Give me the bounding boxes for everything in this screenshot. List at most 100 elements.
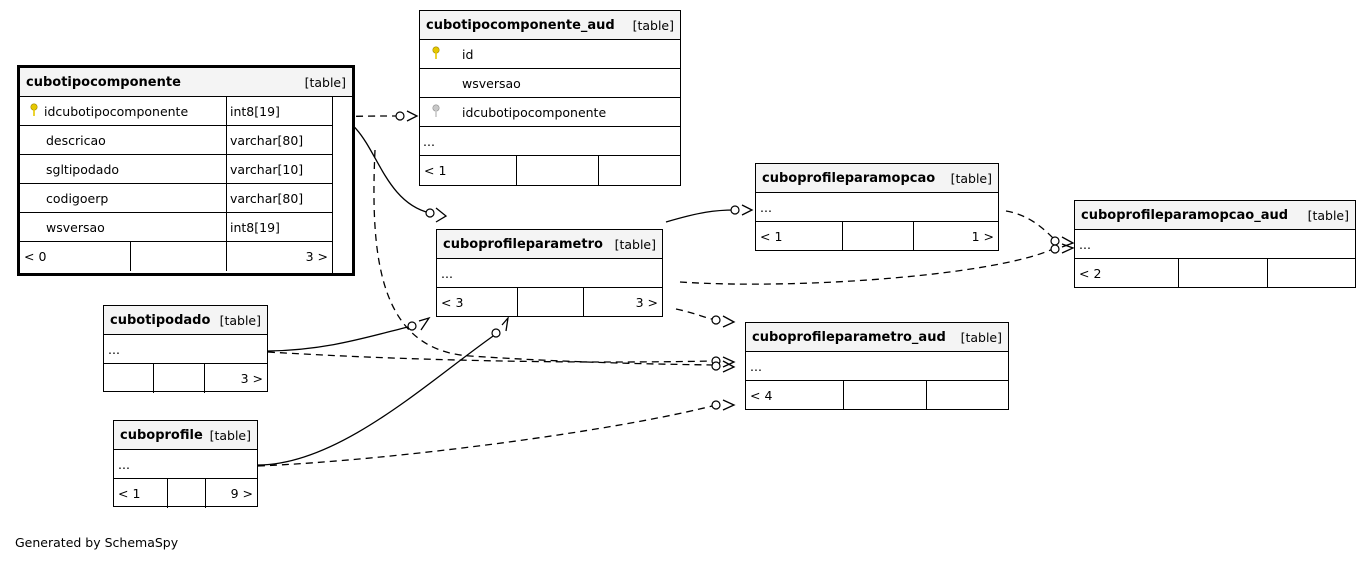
edge-cuboprofile-parametro-aud xyxy=(257,404,717,467)
children-count[interactable]: 9 > xyxy=(230,486,253,501)
table-footer: < 0 3 > xyxy=(20,242,332,271)
edge-arrowhead xyxy=(741,204,754,216)
more-columns: ... xyxy=(423,133,435,149)
table-header: cuboprofileparametro [table] xyxy=(437,230,662,259)
table-kind: [table] xyxy=(1307,207,1349,223)
ellipsis-row: ... xyxy=(746,352,1008,381)
children-count[interactable]: 3 > xyxy=(305,249,328,264)
table-name[interactable]: cuboprofile xyxy=(120,427,203,443)
more-columns: ... xyxy=(1079,236,1091,252)
edge-cubotipocomponente-aud xyxy=(331,115,401,118)
edge-parametro-parametro-aud xyxy=(675,308,717,321)
parents-count[interactable]: < 0 xyxy=(24,249,47,264)
more-columns: ... xyxy=(118,456,130,472)
column-type: varchar[80] xyxy=(230,132,304,148)
more-columns: ... xyxy=(750,358,762,374)
table-name[interactable]: cubotipocomponente_aud xyxy=(426,17,615,33)
ellipsis-row: ... xyxy=(1075,230,1355,259)
parents-count[interactable]: < 2 xyxy=(1079,266,1102,281)
table-header: cubotipocomponente [table] xyxy=(20,68,352,97)
generated-by-label: Generated by SchemaSpy xyxy=(15,535,179,550)
column-type: int8[19] xyxy=(230,103,280,119)
ellipsis-row: ... xyxy=(756,193,998,222)
column-row: codigoerp varchar[80] xyxy=(20,184,332,213)
edge-arrowhead xyxy=(722,356,736,368)
table-kind: [table] xyxy=(632,17,674,33)
edge-cubotipocomponente-parametro-aud xyxy=(373,149,716,366)
edge-parametro-paramopcao-aud xyxy=(679,247,1056,285)
more-columns: ... xyxy=(760,199,772,215)
column-row: id xyxy=(420,40,680,69)
children-count[interactable]: 3 > xyxy=(635,295,658,310)
edge-end-circle xyxy=(711,315,721,325)
table-cubotipodado[interactable]: cubotipodado [table] ... 3 > xyxy=(103,305,268,393)
ellipsis-row: ... xyxy=(420,127,680,156)
edge-cubotipodado-cuboprofileparametro xyxy=(267,325,413,352)
table-kind: [table] xyxy=(614,236,656,252)
table-cubotipocomponente_aud[interactable]: cubotipocomponente_aud [table] id wsvers… xyxy=(419,10,681,186)
edge-arrowhead xyxy=(501,315,509,332)
table-kind: [table] xyxy=(950,170,992,186)
parents-count[interactable]: < 1 xyxy=(424,163,447,178)
table-name[interactable]: cubotipocomponente xyxy=(26,74,181,90)
edge-arrowhead xyxy=(435,207,448,223)
table-footer: < 3 3 > xyxy=(437,288,662,317)
table-header: cuboprofileparamopcao [table] xyxy=(756,164,998,193)
table-kind: [table] xyxy=(209,427,251,443)
edge-arrowhead xyxy=(418,316,431,331)
table-name[interactable]: cuboprofileparametro xyxy=(443,236,603,252)
ellipsis-row: ... xyxy=(114,450,257,479)
table-footer: < 1 9 > xyxy=(114,479,257,508)
edge-end-circle xyxy=(407,321,417,331)
edge-arrowhead xyxy=(406,110,419,122)
column-name: descricao xyxy=(46,132,106,148)
table-cuboprofileparamopcao[interactable]: cuboprofileparamopcao [table] ... < 1 1 … xyxy=(755,163,999,251)
parents-count[interactable]: < 1 xyxy=(118,486,141,501)
children-count[interactable]: 3 > xyxy=(240,371,263,386)
table-header: cuboprofileparamopcao_aud [table] xyxy=(1075,201,1355,230)
table-kind: [table] xyxy=(960,329,1002,345)
table-header: cubotipodado [table] xyxy=(104,306,267,335)
table-cuboprofileparametro[interactable]: cuboprofileparametro [table] ... < 3 3 > xyxy=(436,229,663,317)
edge-arrowhead xyxy=(722,315,736,328)
table-name[interactable]: cuboprofileparametro_aud xyxy=(752,329,946,345)
table-header: cubotipocomponente_aud [table] xyxy=(420,11,680,40)
table-cuboprofile[interactable]: cuboprofile [table] ... < 1 9 > xyxy=(113,420,258,508)
primary-key-icon xyxy=(28,102,40,120)
table-name[interactable]: cuboprofileparamopcao_aud xyxy=(1081,207,1289,223)
table-footer: < 1 1 > xyxy=(756,222,998,251)
table-name[interactable]: cuboprofileparamopcao xyxy=(762,170,936,186)
table-kind: [table] xyxy=(219,312,261,328)
edge-cuboprofile-cuboprofileparametro xyxy=(257,333,497,466)
edge-end-circle xyxy=(425,208,435,218)
column-row: wsversao xyxy=(420,69,680,98)
table-footer: 3 > xyxy=(104,364,267,393)
edge-arrowhead xyxy=(1061,243,1075,254)
table-cuboprofileparametro_aud[interactable]: cuboprofileparametro_aud [table] ... < 4 xyxy=(745,322,1009,410)
edge-end-circle xyxy=(491,328,501,338)
table-name[interactable]: cubotipodado xyxy=(110,312,211,328)
table-footer: < 4 xyxy=(746,381,1008,410)
edge-end-circle xyxy=(1050,244,1060,254)
edge-end-circle xyxy=(395,111,405,121)
edge-cuboprofileparamopcao-cuboprofileparametro xyxy=(665,209,736,223)
edge-paramopcao-paramopcao-aud xyxy=(1005,210,1056,241)
column-name: wsversao xyxy=(46,219,105,235)
column-row: descricao varchar[80] xyxy=(20,126,332,155)
parents-count[interactable]: < 3 xyxy=(441,295,464,310)
column-name: wsversao xyxy=(462,75,521,91)
edge-arrowhead xyxy=(722,399,736,411)
column-name: idcubotipocomponente xyxy=(44,103,189,119)
children-count[interactable]: 1 > xyxy=(971,229,994,244)
parents-count[interactable]: < 1 xyxy=(760,229,783,244)
table-header: cuboprofileparametro_aud [table] xyxy=(746,323,1008,352)
edge-arrowhead xyxy=(722,360,736,373)
table-cubotipocomponente[interactable]: cubotipocomponente [table] idcubotipocom… xyxy=(17,65,355,276)
edge-end-circle xyxy=(711,361,721,371)
table-cuboprofileparamopcao_aud[interactable]: cuboprofileparamopcao_aud [table] ... < … xyxy=(1074,200,1356,288)
ellipsis-row: ... xyxy=(104,335,267,364)
parents-count[interactable]: < 4 xyxy=(750,388,773,403)
column-name: id xyxy=(462,46,474,62)
column-type: varchar[80] xyxy=(230,190,304,206)
